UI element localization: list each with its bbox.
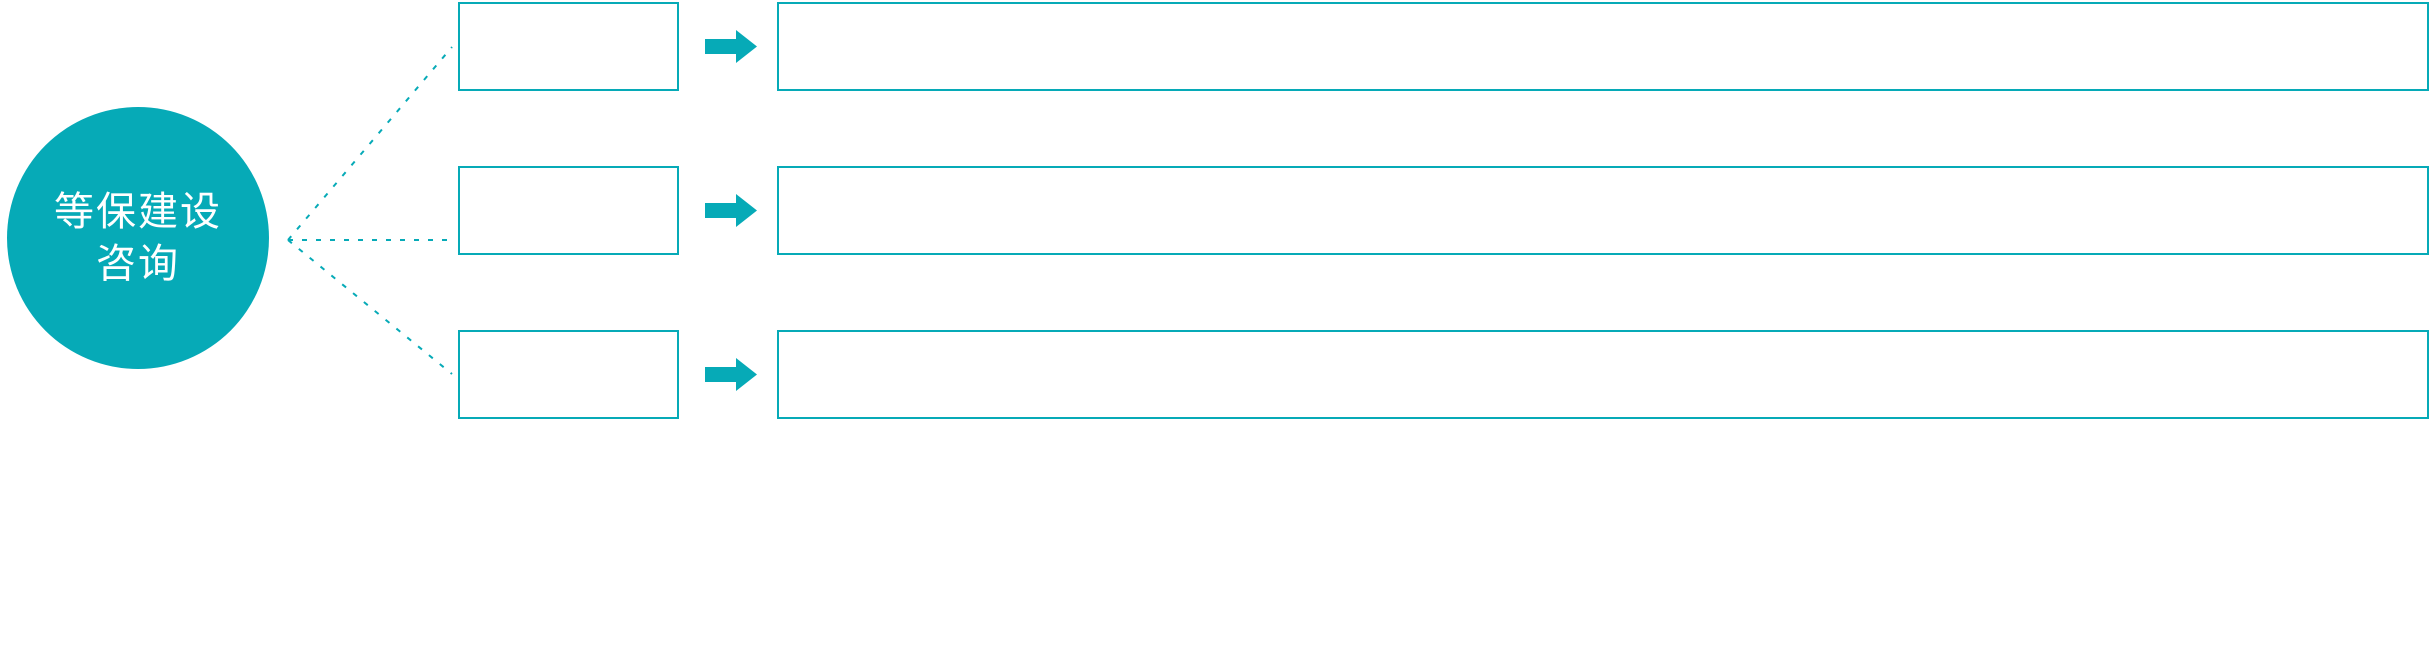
stage-box-row-3-label	[460, 332, 677, 348]
hub-label-line-2: 咨询	[96, 242, 180, 286]
right-arrow-icon-row-1	[705, 30, 757, 63]
stage-box-row-2[interactable]	[458, 166, 679, 255]
detail-box-row-1-label	[779, 4, 2427, 20]
connector-line-row-1	[287, 46, 453, 241]
stage-box-row-3[interactable]	[458, 330, 679, 419]
stage-box-row-1[interactable]	[458, 2, 679, 91]
detail-box-row-2-label	[779, 168, 2427, 184]
detail-box-row-3-label	[779, 332, 2427, 348]
right-arrow-icon-row-3	[705, 358, 757, 391]
detail-box-row-2[interactable]	[777, 166, 2429, 255]
detail-box-row-1[interactable]	[777, 2, 2429, 91]
stage-box-row-1-label	[460, 4, 677, 20]
detail-box-row-3[interactable]	[777, 330, 2429, 419]
hub-circle[interactable]: 等保建设 咨询	[7, 107, 269, 369]
connector-line-row-3	[287, 239, 453, 375]
right-arrow-icon-row-2	[705, 194, 757, 227]
stage-box-row-2-label	[460, 168, 677, 184]
hub-label-line-1: 等保建设	[54, 190, 222, 234]
